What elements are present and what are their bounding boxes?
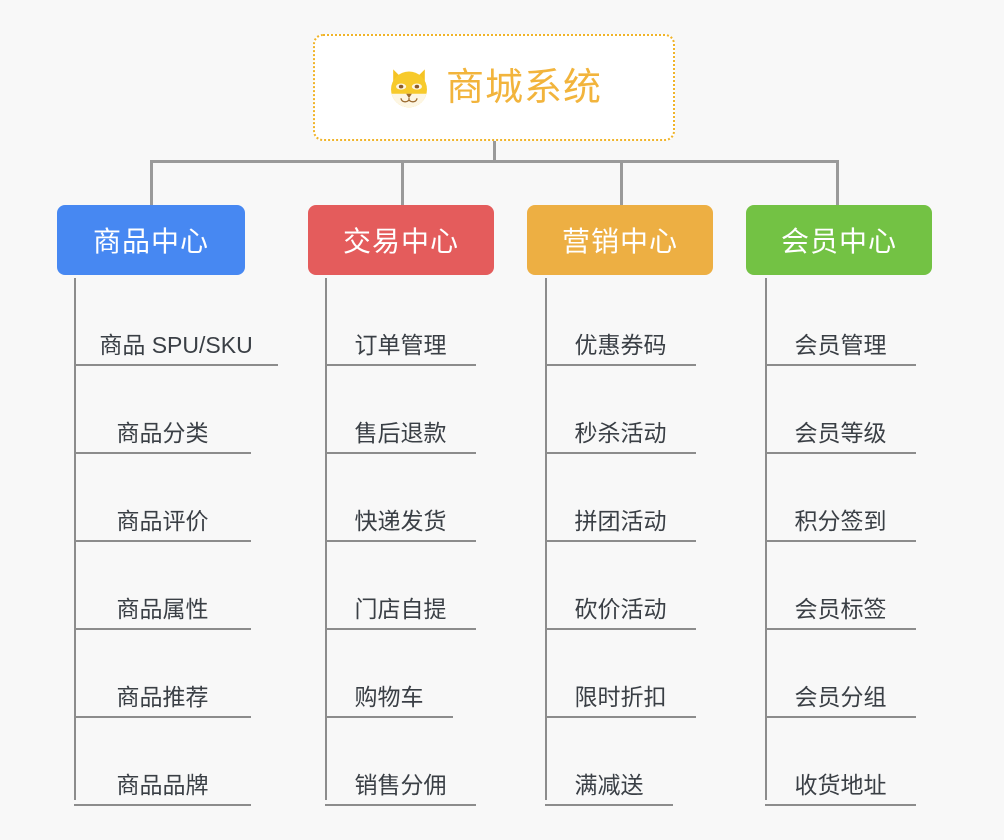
leaf-item[interactable]: 商品 SPU/SKU bbox=[74, 278, 278, 366]
leaf-label: 商品 SPU/SKU bbox=[99, 331, 253, 358]
leaf-label: 会员管理 bbox=[794, 331, 887, 358]
category-box-2[interactable]: 交易中心 bbox=[308, 205, 494, 275]
leaf-label: 快递发货 bbox=[354, 507, 447, 534]
leaf-label: 满减送 bbox=[574, 771, 644, 798]
leaf-item[interactable]: 拼团活动 bbox=[545, 454, 696, 542]
leaf-label: 限时折扣 bbox=[574, 683, 667, 710]
leaf-item[interactable]: 优惠券码 bbox=[545, 278, 696, 366]
category-box-4[interactable]: 会员中心 bbox=[746, 205, 932, 275]
leaf-label: 商品品牌 bbox=[116, 771, 209, 798]
leaf-item[interactable]: 秒杀活动 bbox=[545, 366, 696, 454]
leaf-item[interactable]: 订单管理 bbox=[325, 278, 476, 366]
leaf-item[interactable]: 购物车 bbox=[325, 630, 453, 718]
leaf-label: 会员分组 bbox=[794, 683, 887, 710]
connector-drop-3 bbox=[620, 160, 623, 206]
shiba-dog-face-icon bbox=[391, 68, 427, 107]
leaf-spine-4 bbox=[765, 278, 767, 800]
leaf-item[interactable]: 积分签到 bbox=[765, 454, 916, 542]
leaf-label: 购物车 bbox=[354, 683, 424, 710]
leaf-item[interactable]: 收货地址 bbox=[765, 718, 916, 806]
leaf-item[interactable]: 商品品牌 bbox=[74, 718, 251, 806]
leaf-label: 拼团活动 bbox=[574, 507, 667, 534]
leaf-item[interactable]: 会员分组 bbox=[765, 630, 916, 718]
connector-root-stem bbox=[493, 141, 496, 162]
category-label-2: 交易中心 bbox=[342, 226, 459, 257]
connector-horizontal-bus bbox=[150, 160, 839, 163]
leaf-item[interactable]: 商品推荐 bbox=[74, 630, 251, 718]
leaf-item[interactable]: 商品评价 bbox=[74, 454, 251, 542]
leaf-label: 砍价活动 bbox=[574, 595, 667, 622]
category-label-1: 商品中心 bbox=[92, 226, 209, 257]
category-box-3[interactable]: 营销中心 bbox=[527, 205, 713, 275]
leaf-label: 商品推荐 bbox=[116, 683, 209, 710]
category-label-4: 会员中心 bbox=[780, 226, 897, 257]
leaf-item[interactable]: 限时折扣 bbox=[545, 630, 696, 718]
leaf-item[interactable]: 会员标签 bbox=[765, 542, 916, 630]
leaf-item[interactable]: 商品属性 bbox=[74, 542, 251, 630]
root-node-mall-system[interactable]: 商城系统 bbox=[313, 34, 675, 141]
leaf-item[interactable]: 会员管理 bbox=[765, 278, 916, 366]
leaf-spine-1 bbox=[74, 278, 76, 800]
leaf-item[interactable]: 满减送 bbox=[545, 718, 673, 806]
leaf-label: 订单管理 bbox=[354, 331, 447, 358]
leaf-label: 秒杀活动 bbox=[574, 419, 667, 446]
leaf-label: 商品评价 bbox=[116, 507, 209, 534]
leaf-label: 商品分类 bbox=[116, 419, 209, 446]
leaf-item[interactable]: 门店自提 bbox=[325, 542, 476, 630]
leaf-label: 销售分佣 bbox=[354, 771, 447, 798]
leaf-spine-2 bbox=[325, 278, 327, 800]
leaf-item[interactable]: 砍价活动 bbox=[545, 542, 696, 630]
category-label-3: 营销中心 bbox=[561, 226, 678, 257]
connector-drop-1 bbox=[150, 160, 153, 206]
leaf-item[interactable]: 快递发货 bbox=[325, 454, 476, 542]
leaf-label: 优惠券码 bbox=[574, 331, 667, 358]
leaf-item[interactable]: 会员等级 bbox=[765, 366, 916, 454]
connector-drop-2 bbox=[401, 160, 404, 206]
leaf-label: 积分签到 bbox=[794, 507, 887, 534]
leaf-label: 会员标签 bbox=[794, 595, 887, 622]
leaf-label: 售后退款 bbox=[354, 419, 447, 446]
connector-drop-4 bbox=[836, 160, 839, 206]
leaf-label: 门店自提 bbox=[354, 595, 447, 622]
leaf-label: 商品属性 bbox=[116, 595, 209, 622]
leaf-spine-3 bbox=[545, 278, 547, 800]
leaf-label: 会员等级 bbox=[794, 419, 887, 446]
root-title: 商城系统 bbox=[445, 66, 602, 109]
category-box-1[interactable]: 商品中心 bbox=[57, 205, 245, 275]
leaf-label: 收货地址 bbox=[794, 771, 887, 798]
leaf-item[interactable]: 售后退款 bbox=[325, 366, 476, 454]
leaf-item[interactable]: 销售分佣 bbox=[325, 718, 476, 806]
leaf-item[interactable]: 商品分类 bbox=[74, 366, 251, 454]
